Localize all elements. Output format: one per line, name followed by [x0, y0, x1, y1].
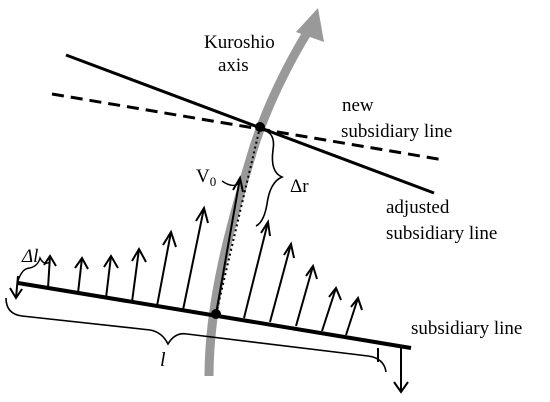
delta-r-label: Δr: [290, 176, 309, 197]
velocity-arrow: [295, 263, 318, 327]
end-arrow-left: [9, 275, 23, 300]
v0-sub: 0: [210, 174, 217, 189]
v0-label: V0: [196, 166, 216, 189]
velocity-arrow: [269, 241, 295, 323]
adjusted-subsidiary-label-line1: adjusted: [386, 197, 450, 218]
kuroshio-axis-label-line2: axis: [218, 55, 249, 76]
dotted-connector: [215, 126, 261, 315]
delta-l-label: Δl: [21, 246, 38, 267]
adjusted-subsidiary-line: [65, 53, 435, 195]
kuroshio-axis-arrowhead: [296, 8, 324, 42]
new-subsidiary-label-line2: subsidiary line: [341, 121, 452, 142]
delta-l-brace: [17, 255, 51, 282]
delta-r-brace: [255, 129, 285, 227]
velocity-arrow: [182, 205, 209, 311]
velocity-arrow-v0: [215, 175, 244, 315]
velocity-arrow: [131, 246, 147, 303]
velocity-arrow: [43, 254, 57, 289]
l-brace: [5, 297, 387, 373]
velocity-arrow: [345, 295, 363, 336]
l-label: l: [160, 349, 166, 371]
velocity-arrow: [74, 256, 89, 294]
new-subsidiary-label-line1: new: [342, 95, 374, 116]
velocity-arrow: [243, 219, 271, 319]
velocity-arrow: [103, 254, 119, 299]
velocity-arrow: [156, 229, 177, 307]
end-arrows: [9, 275, 409, 394]
kuroshio-axis-label-line1: Kuroshio: [204, 32, 275, 53]
velocity-arrows: [43, 175, 363, 336]
velocity-arrow: [321, 286, 342, 332]
adjusted-subsidiary-label-line2: subsidiary line: [386, 223, 497, 244]
v0-pointer: [221, 180, 239, 187]
intersection-point-subsidiary: [211, 309, 221, 319]
new-subsidiary-line: [51, 92, 445, 162]
subsidiary-label: subsidiary line: [411, 318, 522, 339]
end-arrow-right: [393, 346, 409, 394]
v0-main: V: [196, 166, 210, 187]
